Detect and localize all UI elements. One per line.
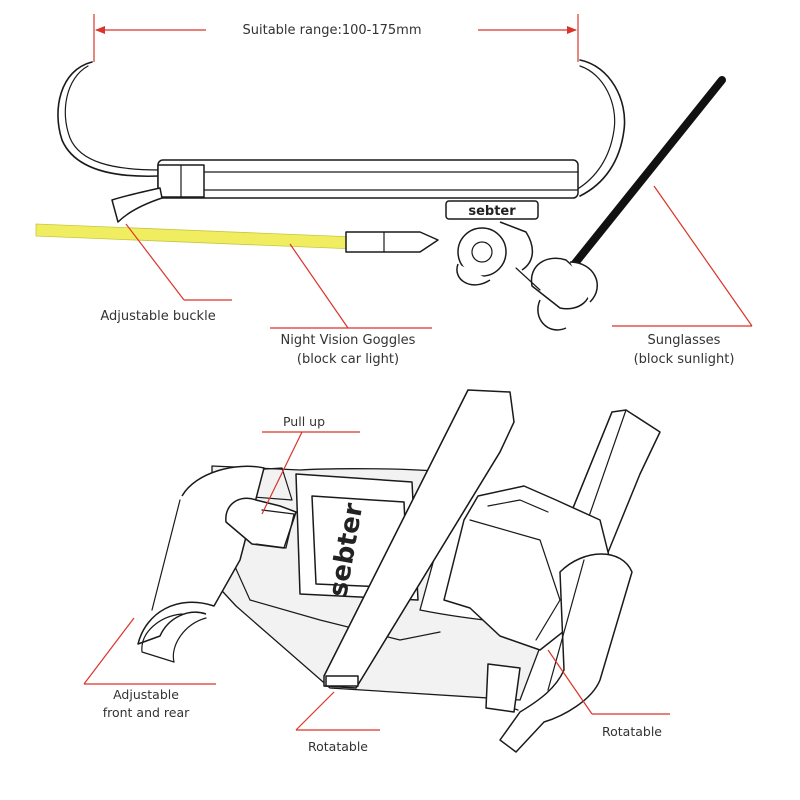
sunglasses-clip [515, 76, 726, 331]
callout-adjustable [83, 617, 216, 685]
label-rotatable-right: Rotatable [602, 724, 662, 739]
goggles-lens [35, 223, 381, 251]
callout-pull-up [261, 431, 360, 515]
brand-plate [445, 200, 539, 220]
label-pull-up: Pull up [283, 414, 325, 429]
perspective-view-drawing: sebter Pull up [83, 389, 670, 754]
goggles-clip [345, 221, 534, 286]
label-sunglasses-2: (block sunlight) [634, 352, 735, 367]
label-nvg-2: (block car light) [297, 352, 399, 367]
label-adjustable-1: Adjustable [113, 687, 179, 702]
label-adjustable-buckle: Adjustable buckle [100, 309, 215, 324]
side-view-drawing: Suitable range:100-175mm sebter [35, 14, 753, 367]
callout-sunglasses [612, 185, 753, 327]
range-dimension [93, 14, 579, 62]
callout-buckle [125, 223, 232, 301]
right-clip-hook [579, 59, 626, 197]
callout-rotatable-right [547, 649, 670, 715]
left-clip-hook [57, 61, 161, 178]
label-rotatable-left: Rotatable [308, 739, 368, 754]
callout-rotatable-left [295, 691, 380, 731]
lower-connector [485, 663, 521, 713]
brand-top-text: sebter [468, 204, 516, 219]
range-label: Suitable range:100-175mm [243, 23, 422, 38]
adjustable-buckle-part [111, 187, 163, 223]
label-adjustable-2: front and rear [103, 705, 190, 720]
callout-nvg [270, 243, 432, 329]
label-nvg-1: Night Vision Goggles [281, 333, 416, 348]
label-sunglasses-1: Sunglasses [648, 333, 721, 348]
main-bar [157, 159, 579, 199]
right-curved-clip [499, 553, 633, 753]
